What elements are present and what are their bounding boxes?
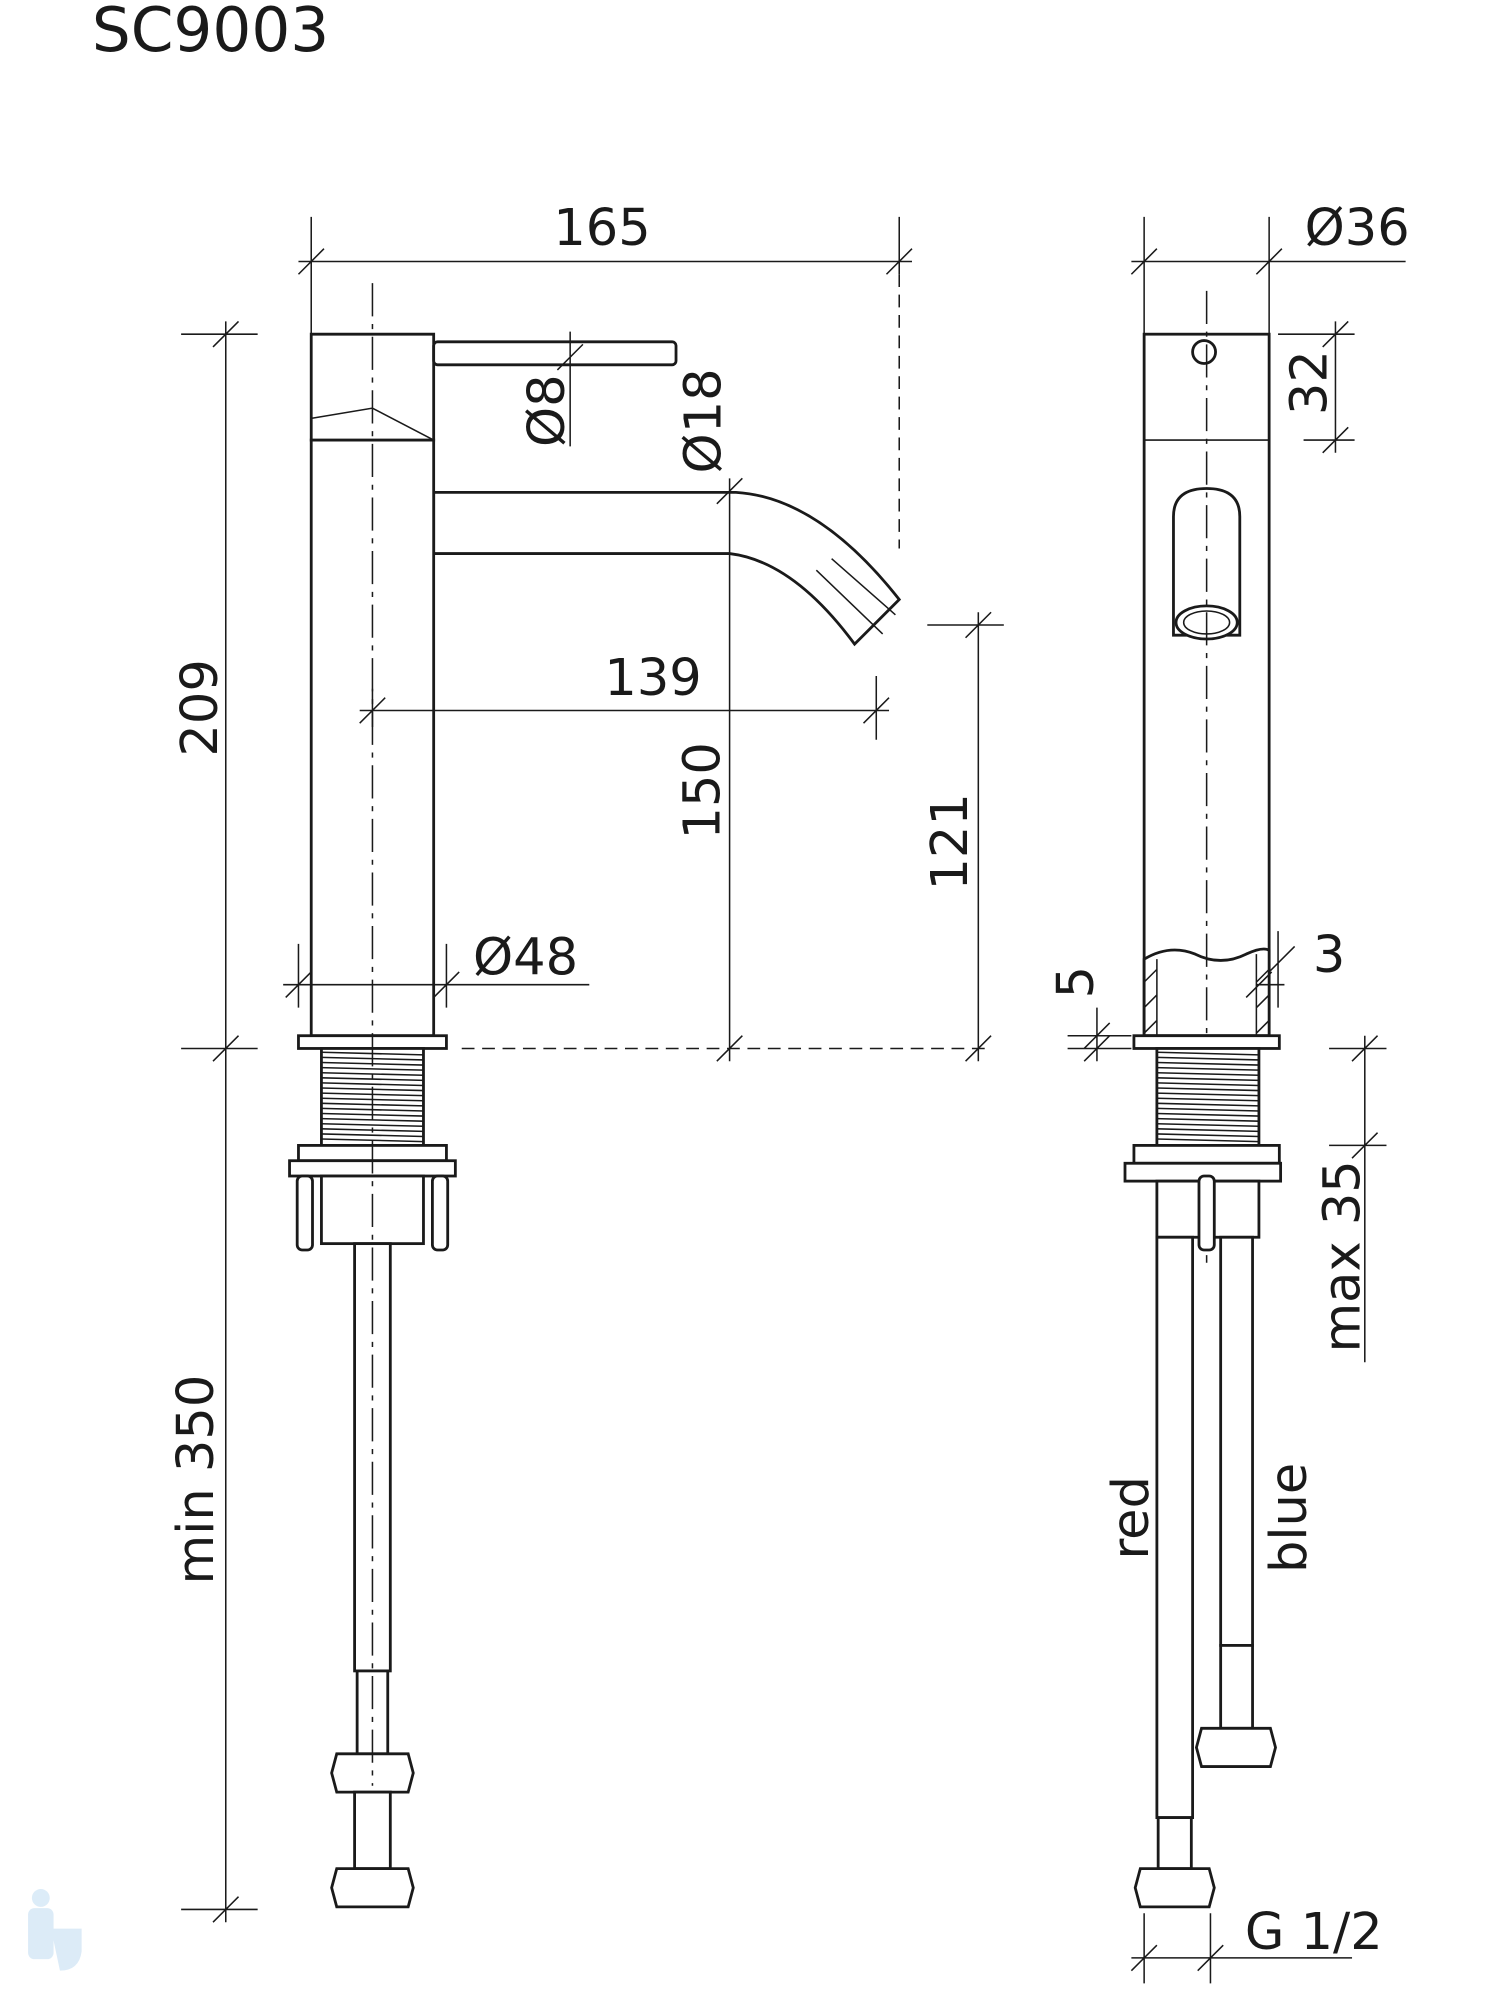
washer (1132, 1144, 1281, 1165)
dim-min-350: min 350 (167, 1375, 226, 1585)
thread-line (1156, 1097, 1259, 1102)
thread-line (1156, 1133, 1259, 1138)
hose-red (1155, 1235, 1195, 1820)
hose-blue (1219, 1235, 1254, 1647)
hex-nut (1133, 1867, 1216, 1909)
front-dimensions: 165 209 min 350 Ø8 Ø18 139 150 121 Ø48 (167, 199, 1004, 1923)
hose-ferrule (1219, 1644, 1254, 1730)
thread-line (1156, 1087, 1259, 1092)
dim-dia-48: Ø48 (473, 928, 578, 987)
dim-5: 5 (1047, 966, 1106, 998)
thread-line (1156, 1128, 1259, 1133)
dim-dia-8: Ø8 (518, 374, 577, 447)
label-red: red (1102, 1476, 1161, 1560)
stud-bolt (295, 1174, 314, 1252)
thread-line (1156, 1117, 1259, 1122)
spout-aerator (815, 558, 896, 635)
thread-line (1156, 1061, 1259, 1066)
thread-line (1156, 1077, 1259, 1082)
watermark-logo (28, 1889, 82, 1971)
stud-bolt (1197, 1174, 1216, 1252)
stud-bolt (430, 1174, 450, 1252)
thread-line (1156, 1066, 1259, 1071)
thread-line (1156, 1082, 1259, 1087)
thread-line (1156, 1056, 1259, 1061)
hex-nut (330, 1867, 415, 1909)
thread-line (1156, 1102, 1259, 1107)
dim-32: 32 (1281, 350, 1340, 415)
dim-121: 121 (921, 793, 980, 890)
dim-139: 139 (604, 649, 701, 708)
dim-209: 209 (171, 659, 230, 756)
lever-hole (1191, 339, 1217, 365)
label-blue: blue (1260, 1463, 1319, 1573)
base-flange (1132, 1034, 1281, 1050)
thread-line (321, 1122, 424, 1128)
dim-dia-36: Ø36 (1305, 199, 1410, 258)
dim-dia-18: Ø18 (675, 368, 734, 473)
thread-line (1156, 1107, 1259, 1112)
thread-line (321, 1066, 424, 1071)
thread-line (321, 1082, 424, 1087)
model-title: SC9003 (92, 0, 329, 66)
dim-150: 150 (673, 742, 732, 839)
side-view (1123, 290, 1283, 1909)
lever (432, 340, 678, 367)
dim-165: 165 (553, 199, 650, 258)
thread-line (1156, 1092, 1259, 1097)
hose-ferrule (1156, 1816, 1193, 1871)
thread-line (1156, 1112, 1259, 1117)
thread-line (1156, 1071, 1259, 1077)
dim-max-35: max 35 (1314, 1160, 1373, 1352)
thread-line (1156, 1051, 1259, 1056)
hose-ferrule (353, 1790, 392, 1871)
dim-g-half: G 1/2 (1245, 1903, 1383, 1962)
thread-line (1156, 1122, 1259, 1128)
side-dimensions: Ø36 32 5 3 max 35 red blue G 1/2 (1047, 199, 1410, 1984)
front-view (288, 274, 992, 1909)
hex-nut (1194, 1726, 1277, 1768)
thread-line (321, 1133, 424, 1138)
dim-3: 3 (1313, 926, 1345, 985)
thread-line (1156, 1138, 1259, 1143)
spout (432, 490, 902, 647)
